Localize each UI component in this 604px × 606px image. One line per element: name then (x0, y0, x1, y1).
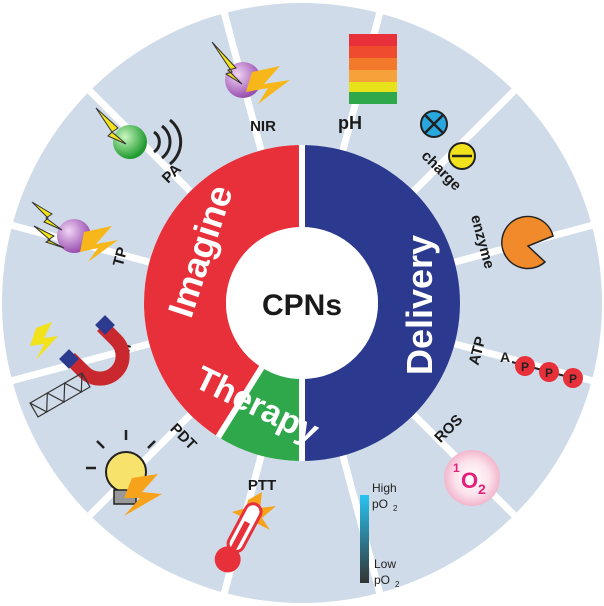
oxygen-gradient-icon: High pO 2 Low pO 2 (360, 481, 400, 589)
inner-divider (215, 365, 265, 439)
imagine-segment (143, 145, 302, 437)
segment-label-nir: NIR (250, 118, 276, 135)
svg-text:2: 2 (393, 504, 398, 513)
segment-label-tp: TP (110, 245, 131, 268)
segment-label-ptt: PTT (248, 477, 276, 494)
svg-text:A: A (500, 349, 510, 365)
singlet-oxygen-icon: 1 O 2 (444, 450, 500, 506)
segment-label-atp: ATP (466, 335, 490, 367)
svg-text:P: P (545, 366, 553, 380)
two-photon-icon (31, 201, 118, 262)
ph-scale-icon (349, 34, 397, 104)
svg-text:2: 2 (395, 580, 400, 589)
delivery-segment (302, 145, 460, 461)
light-bulb-icon (86, 430, 162, 516)
charge-icon (420, 110, 476, 170)
enzyme-pacman-icon (501, 215, 554, 270)
nir-excitation-icon (211, 41, 290, 104)
photoacoustic-icon (95, 107, 183, 166)
svg-text:High: High (372, 481, 397, 495)
center-label: CPNs (262, 289, 342, 322)
delivery-label: Delivery (399, 235, 440, 375)
atp-icon: A P P P (500, 349, 583, 388)
center-circle (226, 227, 378, 379)
therapy-segment (218, 367, 302, 461)
svg-text:Low: Low (374, 557, 396, 571)
segment-divider (411, 86, 519, 194)
svg-text:O: O (461, 468, 478, 493)
svg-text:pO: pO (374, 573, 390, 587)
svg-text:pO: pO (372, 497, 388, 511)
svg-text:1: 1 (453, 461, 460, 475)
magnet-icon (29, 315, 130, 418)
svg-text:2: 2 (478, 481, 486, 497)
svg-text:P: P (569, 372, 577, 386)
svg-text:P: P (521, 360, 529, 374)
inner-ring (143, 145, 460, 461)
thermometer-icon (214, 492, 276, 573)
segment-label-ph: pH (338, 113, 362, 133)
